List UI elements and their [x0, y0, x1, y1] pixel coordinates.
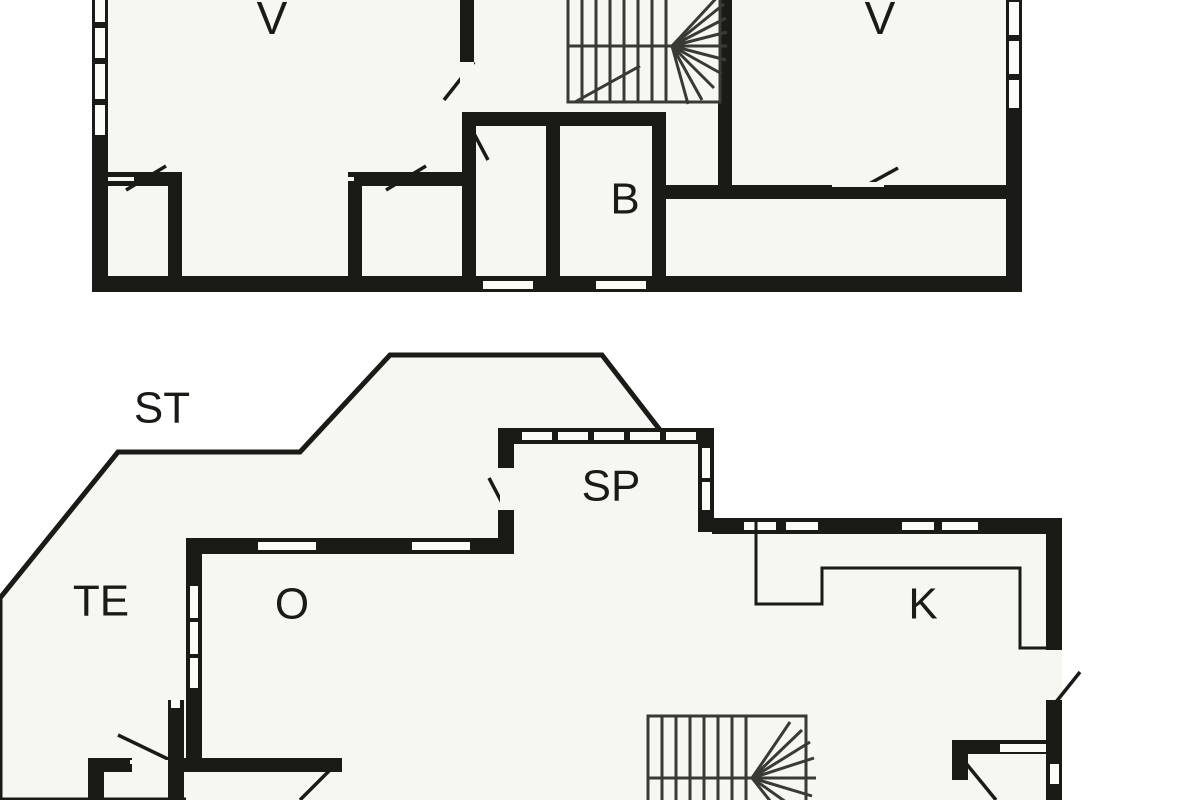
wall-upper-left-lower — [92, 140, 108, 292]
door-opening — [130, 760, 168, 764]
sp-right-wall-assembly — [698, 428, 714, 532]
room-label-st: ST — [134, 384, 190, 433]
door-swing-sp — [487, 477, 512, 519]
door-opening — [832, 182, 884, 187]
door-opening-bottom-1 — [483, 281, 533, 289]
window-pane — [190, 622, 198, 654]
k-top-wall-assembly — [712, 518, 1062, 534]
window-pane — [190, 586, 198, 618]
room-label-te: TE — [73, 577, 129, 626]
wall-b-top-left — [546, 112, 666, 126]
o-top-wall-assembly — [186, 538, 514, 554]
wall-mid-room-top — [462, 112, 552, 126]
door-opening — [108, 177, 134, 181]
stair-direction-arrow — [574, 64, 641, 104]
window-pane — [1000, 744, 1056, 752]
window-pane — [702, 448, 710, 478]
wall-right-v-left-lower — [718, 112, 732, 186]
stair-treads — [660, 716, 748, 800]
window-pane — [412, 542, 470, 550]
window-pane — [942, 522, 978, 530]
upper-floor-plan: V V B — [92, 0, 1022, 292]
ground-floor-lower-left-walls — [88, 700, 342, 800]
window-pane — [666, 432, 696, 440]
wall-upper-right-lower — [1006, 112, 1022, 292]
o-left-wall-assembly — [186, 538, 202, 768]
window-pane — [744, 522, 776, 530]
window-pane — [786, 522, 818, 530]
window-pane — [1009, 41, 1019, 74]
wall-closet-b-left — [348, 172, 362, 278]
window-pane — [95, 105, 105, 135]
window-pane — [95, 28, 105, 58]
kitchen-counter-outline — [754, 520, 1050, 650]
window-pane — [95, 0, 105, 22]
window-pane — [1050, 764, 1059, 784]
upper-floor-outer-walls — [92, 0, 1022, 292]
stair-winder-radials — [750, 721, 816, 800]
window-pane — [95, 64, 105, 99]
sp-top-wall-assembly — [510, 428, 712, 444]
wall-closet-b-top — [348, 172, 476, 186]
wall-sp-left-upper — [498, 428, 514, 468]
stair-treads — [580, 0, 668, 102]
wall-b-right-upper — [652, 112, 666, 192]
window-pane — [630, 432, 660, 440]
room-label-b: B — [610, 175, 639, 224]
room-label-v-right: V — [865, 0, 896, 44]
door-opening — [460, 62, 474, 112]
window-pane — [558, 432, 588, 440]
wall-lower-right-left — [952, 740, 968, 780]
wall-lower-mid-top — [168, 758, 342, 772]
window-pane — [1009, 2, 1019, 35]
stair-winder-radials — [670, 0, 728, 105]
door-opening — [328, 177, 354, 181]
upper-spiral-stair — [566, 0, 728, 105]
ground-floor-plan: ST SP TE O K — [0, 352, 1082, 800]
wall-lower-left-riser — [168, 700, 184, 772]
wall-mid-room-left-upper — [462, 112, 476, 174]
room-label-v-left: V — [257, 0, 288, 44]
window-pane — [258, 542, 316, 550]
door-swing-closet-b — [385, 164, 427, 192]
wall-sp-left-lower — [498, 510, 514, 542]
wall-b-right-lower — [652, 185, 666, 285]
window-pane — [171, 700, 180, 708]
lower-spiral-stair — [646, 714, 816, 800]
door-swing-lower-mid — [298, 768, 332, 800]
door-swing-lower-left — [117, 733, 171, 762]
wall-closet-b-right — [462, 172, 476, 278]
window-pane — [702, 482, 710, 510]
wall-closet-a-right — [168, 172, 182, 278]
window-pane — [1009, 80, 1019, 108]
wall-lower-left-top — [88, 758, 132, 772]
door-swing-lower-right — [958, 754, 998, 800]
wall-b-lower-divider — [652, 185, 1022, 199]
wall-mid-room-right — [546, 112, 560, 292]
window-pane — [594, 432, 624, 440]
wall-partition-left-v-right — [460, 0, 474, 62]
door-opening — [500, 468, 512, 510]
door-swing-hall-2 — [468, 125, 490, 161]
room-label-k: K — [908, 580, 937, 629]
ground-floor-lower-right-walls — [952, 670, 1082, 800]
door-opening-bottom-2 — [596, 281, 646, 289]
window-pane — [522, 432, 552, 440]
room-label-sp: SP — [582, 462, 641, 511]
room-label-o: O — [275, 580, 309, 629]
upper-floor-door-openings — [108, 62, 884, 187]
window-pane — [902, 522, 934, 530]
window-pane — [190, 658, 198, 688]
upper-floor-partitions — [92, 0, 1022, 292]
wall-sp-right — [698, 428, 714, 532]
wall-k-right — [1046, 518, 1062, 650]
door-swing-closet-a — [125, 164, 167, 192]
door-swing-k-right — [1046, 670, 1082, 714]
